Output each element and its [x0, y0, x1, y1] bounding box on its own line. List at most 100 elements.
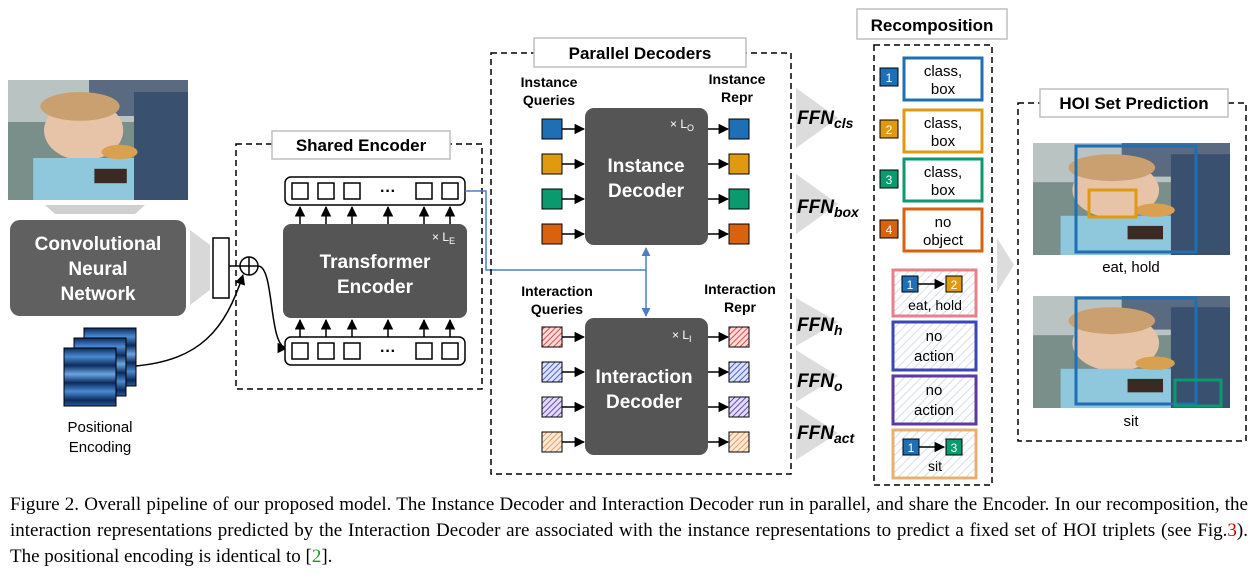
positional-encoding-waves-icon: [63, 347, 117, 407]
ffn-act-label: FFN: [797, 423, 835, 444]
instance-output-1: 1 class, box: [879, 56, 984, 102]
encoder-input-tokens: [291, 342, 459, 360]
prediction-2-human-box: [1074, 296, 1198, 406]
encoder-output-row: [284, 176, 466, 206]
svg-text:× LO: × LO: [670, 117, 694, 133]
caption-suffix: ].: [321, 546, 333, 567]
svg-text:class,: class,: [924, 63, 962, 80]
instance-decoder-label-2: Decoder: [608, 181, 685, 202]
interaction-queries: [541, 326, 563, 453]
figure-caption: Figure 2. Overall pipeline of our propos…: [10, 492, 1248, 570]
interaction-output-2: no action: [891, 320, 978, 372]
instance-output-3: 3 class, box: [879, 157, 984, 203]
instance-decoder-label-1: Instance: [607, 156, 684, 177]
instance-queries: [541, 118, 563, 245]
svg-text:3: 3: [951, 441, 958, 455]
cnn-label-2: Neural: [68, 259, 127, 280]
input-photo: [8, 80, 188, 200]
svg-text:FFNbox: FFNbox: [797, 197, 860, 220]
instance-decoder-block: [585, 108, 708, 245]
ffn-h-sub: h: [834, 322, 843, 338]
svg-text:class,: class,: [924, 115, 962, 132]
instance-queries-label-1: Instance: [521, 74, 578, 90]
cnn-label-3: Network: [61, 284, 136, 305]
encoder-input-row: [284, 336, 466, 366]
prediction-1-object-box: [1087, 188, 1138, 219]
transformer-label-2: Encoder: [337, 277, 414, 298]
ffn-arrow-shapes: [796, 88, 838, 460]
layers-i-sub: I: [689, 334, 692, 344]
layers-e-sub: E: [449, 236, 455, 246]
svg-text:box: box: [931, 182, 956, 199]
ffn-cls-sub: cls: [834, 115, 854, 131]
encoder-output-tokens: [291, 182, 459, 200]
svg-text:action: action: [914, 402, 954, 419]
layers-o-label: × L: [670, 117, 687, 131]
svg-text:3: 3: [886, 173, 893, 187]
instance-arrows: [562, 123, 730, 240]
ffn-box-label: FFN: [797, 197, 835, 218]
ellipsis-top: ···: [380, 183, 396, 200]
caption-middle: ). The positional encoding is identical …: [10, 520, 1248, 567]
svg-text:FFNact: FFNact: [797, 423, 856, 446]
prediction-2-label: sit: [1124, 413, 1140, 430]
recomposition-frame: [873, 44, 993, 486]
transformer-label-1: Transformer: [320, 252, 431, 273]
interaction-output-3: no action: [891, 374, 978, 426]
svg-text:× LI: × LI: [672, 328, 692, 344]
svg-text:FFNo: FFNo: [797, 371, 843, 394]
cnn-label-1: Convolutional: [35, 234, 162, 255]
instance-repr-label-1: Instance: [709, 71, 766, 87]
instance-queries-label-2: Queries: [523, 92, 575, 108]
shared-encoder-title: Shared Encoder: [296, 136, 427, 155]
interaction-queries-label-1: Interaction: [521, 283, 593, 299]
instance-output-2: 2 class, box: [879, 108, 984, 154]
interaction-output-4: 1 3 sit: [891, 428, 978, 480]
svg-text:no: no: [926, 382, 943, 399]
svg-text:no: no: [926, 328, 943, 345]
ffn-o-label: FFN: [797, 371, 835, 392]
hoi-prediction-title: HOI Set Prediction: [1059, 94, 1208, 113]
svg-text:2: 2: [951, 278, 958, 292]
parallel-decoders-title: Parallel Decoders: [569, 44, 712, 63]
encoder-arrows: [294, 205, 456, 337]
layers-e-label: × L: [432, 230, 449, 244]
cnn-output-arrow-shape: [190, 230, 210, 305]
svg-text:sit: sit: [928, 458, 942, 474]
interaction-arrows: [562, 331, 730, 448]
feature-vector: [212, 237, 230, 299]
ffn-o-sub: o: [834, 378, 843, 394]
svg-text:4: 4: [886, 223, 893, 237]
instance-repr-label-2: Repr: [721, 89, 753, 105]
prediction-2-object-box: [1173, 378, 1223, 408]
transformer-encoder-block: [283, 224, 467, 318]
prediction-photo-1: [1033, 143, 1230, 255]
interaction-decoder-block: [585, 318, 708, 455]
svg-text:FFNcls: FFNcls: [797, 108, 854, 131]
caption-fig-ref[interactable]: 3: [1227, 520, 1237, 541]
instance-repr: [728, 118, 750, 245]
recomposition-title: Recomposition: [871, 16, 994, 35]
caption-citation[interactable]: 2: [311, 546, 322, 567]
ellipsis-bottom: ···: [380, 343, 396, 360]
down-arrow-shape: [45, 205, 145, 214]
layers-o-sub: O: [687, 123, 694, 133]
positional-label-2: Encoding: [69, 439, 132, 456]
interaction-repr-label-2: Repr: [724, 299, 756, 315]
positional-label-1: Positional: [67, 419, 132, 436]
prediction-1-human-box: [1074, 144, 1198, 254]
prediction-1-label: eat, hold: [1102, 259, 1160, 276]
svg-text:no: no: [935, 214, 952, 231]
ffn-act-sub: act: [834, 430, 856, 446]
ffn-h-label: FFN: [797, 315, 835, 336]
interaction-decoder-label-1: Interaction: [595, 367, 692, 388]
layers-i-label: × L: [672, 328, 689, 342]
interaction-output-1: 1 2 eat, hold: [891, 268, 978, 318]
svg-text:1: 1: [886, 71, 893, 85]
interaction-repr: [728, 326, 750, 453]
interaction-queries-label-2: Queries: [531, 301, 583, 317]
svg-text:object: object: [923, 232, 964, 249]
svg-text:1: 1: [907, 278, 914, 292]
instance-output-4: 4 no object: [879, 207, 984, 253]
